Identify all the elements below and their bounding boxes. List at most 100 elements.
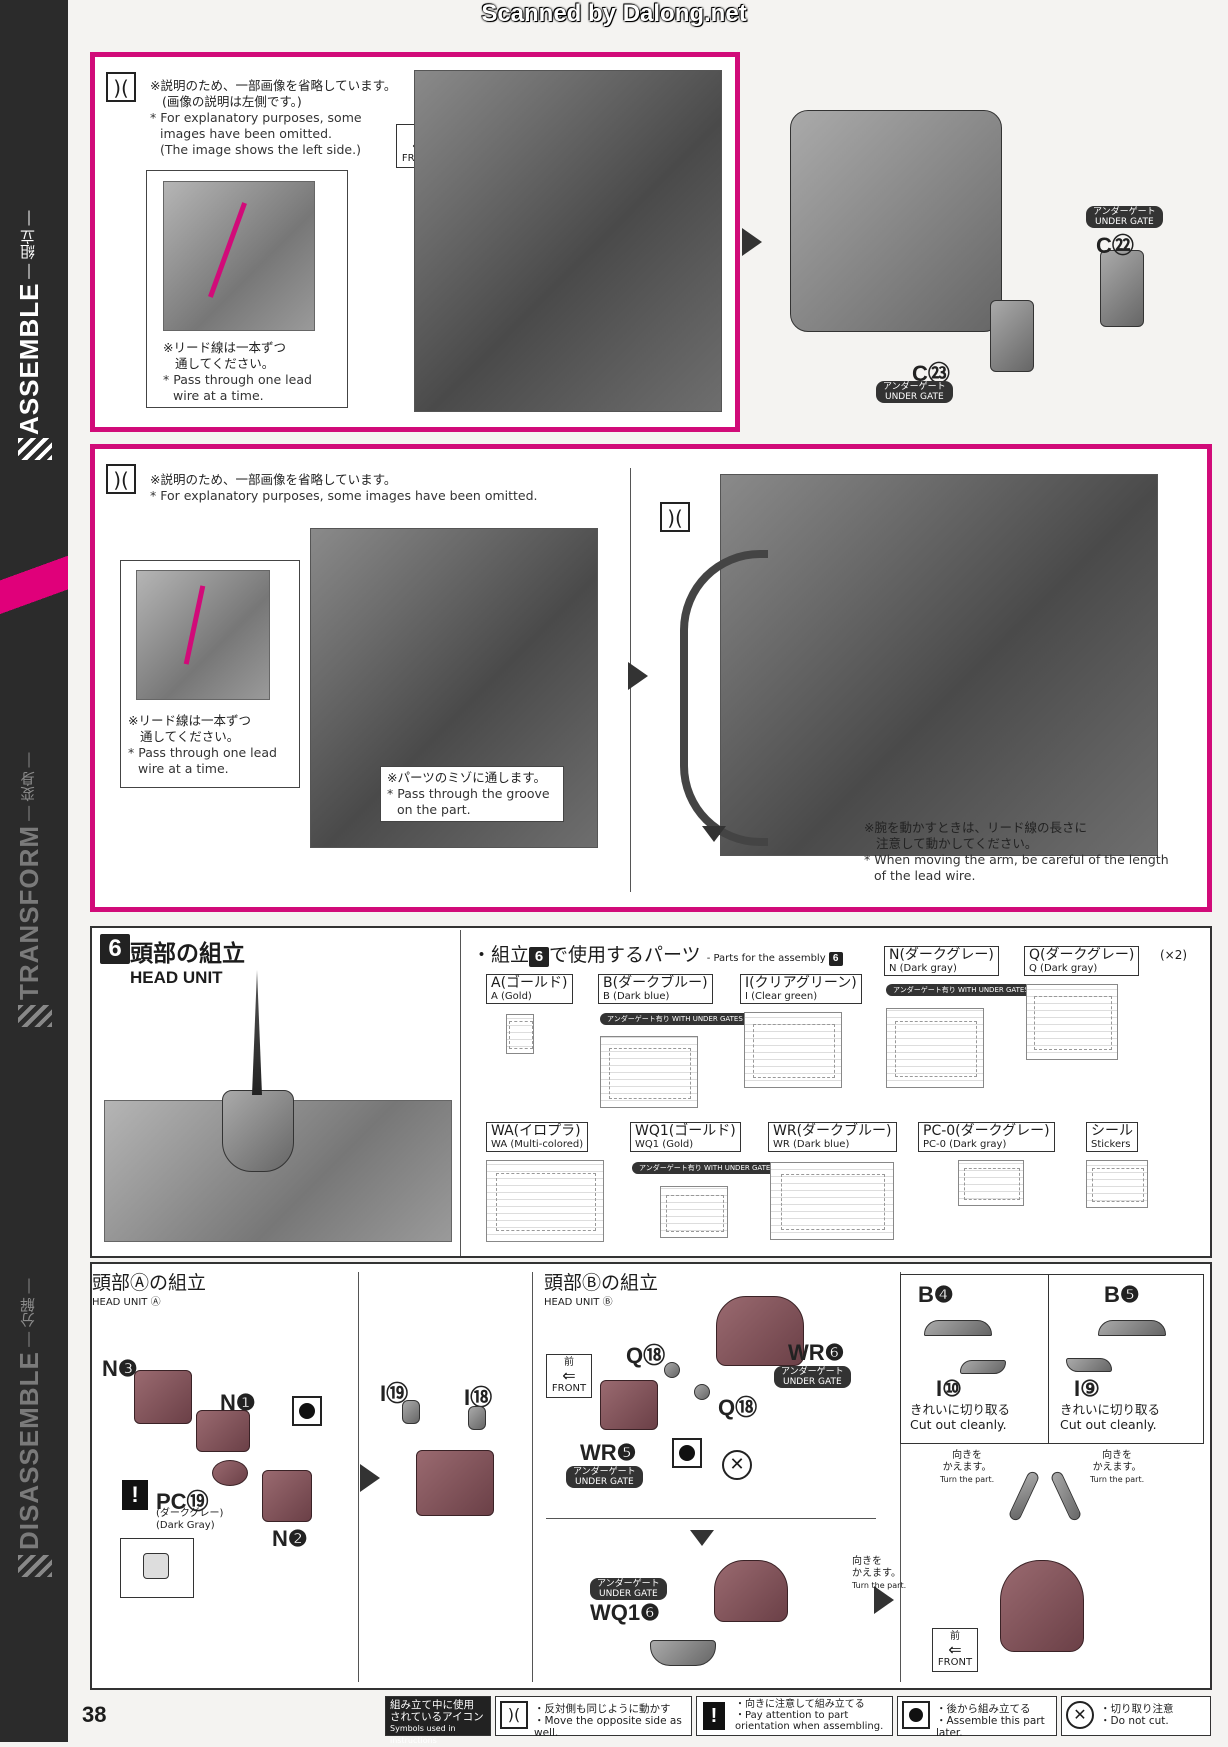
legend-item-do-not-cut: ✕ ・切り取り注意・Do not cut. (1061, 1696, 1211, 1736)
move-opposite-side-icon: )( (106, 72, 136, 102)
label-c23: C㉓ (912, 361, 950, 386)
next-arrow (742, 228, 762, 256)
head-antenna (252, 970, 262, 1095)
label-q18-a: Q⑱ (626, 1343, 666, 1368)
sprue-label-i: I(クリアグリーン)I (Clear green) (740, 974, 862, 1004)
assemble-later-icon (902, 1701, 930, 1729)
legend-item-assemble-later: ・後から組み立てる・Assemble this part later. (897, 1696, 1057, 1739)
next-arrow-down (690, 1530, 714, 1546)
next-arrow (360, 1464, 380, 1492)
stripes-icon (18, 1555, 52, 1577)
head-a-title: 頭部Ⓐの組立 (92, 1272, 207, 1294)
sprue-label-pc0: PC-0(ダークグレー)PC-0 (Dark gray) (918, 1122, 1055, 1152)
sprue-label-wa: WA(イロプラ)WA (Multi-colored) (486, 1122, 589, 1152)
assemble-later-icon (292, 1396, 322, 1426)
section-divider (460, 930, 461, 1256)
label-c22: C㉒ (1096, 233, 1134, 258)
sprue-label-q: Q(ダークグレー)Q (Dark gray) (1024, 946, 1140, 976)
part-n1 (196, 1410, 250, 1452)
front-indicator: 前⇐FRONT (546, 1354, 592, 1398)
sidebar-section-assemble: ASSEMBLE — 組立 — (14, 210, 44, 435)
part-pc19 (212, 1460, 248, 1486)
part-n2 (262, 1470, 312, 1522)
arm-rotation-arrow (680, 550, 768, 846)
torso-assembly-diagram (790, 110, 1002, 332)
sprue-a-runner (506, 1014, 534, 1054)
sub-divider (532, 1272, 533, 1682)
sprue-label-b: B(ダークブルー)B (Dark blue) (598, 974, 713, 1004)
label-wr6: WR❻ (788, 1340, 845, 1365)
part-c23 (990, 300, 1034, 372)
next-arrow (628, 662, 648, 690)
sidebar-section-transform: TRANSFORM — 変身 — (14, 752, 44, 1000)
part-i18 (468, 1406, 486, 1430)
arm-warning-note: ※腕を動かすときは、リード線の長さに 注意して動かしてください。 * When … (864, 820, 1169, 883)
part-wr6 (716, 1296, 804, 1366)
part-i19 (402, 1400, 420, 1424)
sprue-wr-runner (770, 1162, 894, 1240)
sub-divider-h (546, 1518, 876, 1519)
part-b4 (924, 1320, 992, 1336)
part-wq16 (650, 1640, 716, 1666)
with-under-gates-tag: アンダーゲート有り WITH UNDER GATES (632, 1162, 782, 1174)
legend-item-move-opposite: )( ・反対側も同じように動かす・Move the opposite side … (495, 1696, 692, 1739)
groove-note: ※パーツのミゾに通します。 * Pass through the groove … (380, 766, 564, 822)
page-number: 38 (82, 1702, 107, 1727)
part-q18-a (664, 1362, 680, 1378)
orientation-warning-icon: ! (703, 1702, 725, 1730)
sidebar-accent (0, 540, 68, 650)
sidebar-section-disassemble: DISASSEMBLE — 分解 — (14, 1278, 44, 1550)
sprue-label-n: N(ダークグレー)N (Dark gray) (884, 946, 999, 976)
sprue-i-runner (744, 1012, 842, 1088)
sprue-q-runner (1026, 984, 1118, 1060)
head-b-assembled (1000, 1560, 1084, 1652)
sprue-wa-runner (486, 1160, 604, 1242)
lead-wire-note-2: ※リード線は一本ずつ 通してください。 * Pass through one l… (128, 713, 277, 776)
label-i9: I⑨ (1074, 1376, 1100, 1401)
stripes-icon (18, 438, 52, 460)
sticker-sheet (1086, 1160, 1148, 1208)
move-opposite-side-icon: )( (500, 1701, 528, 1729)
part-wr5 (600, 1380, 658, 1430)
sub-divider (900, 1272, 901, 1682)
sprue-n-runner (886, 1008, 984, 1088)
front-indicator: 前⇐FRONT (932, 1628, 978, 1672)
head-a-title-en: HEAD UNIT Ⓐ (92, 1297, 161, 1308)
head-photo-highlight (222, 1090, 294, 1172)
label-n2: N❷ (272, 1526, 308, 1551)
sprue-label-wq1: WQ1(ゴールド)WQ1 (Gold) (630, 1122, 741, 1152)
turn-note-b4: 向きをかえます。Turn the part. (940, 1450, 995, 1484)
step-title: 頭部の組立 (130, 941, 245, 967)
part-n3 (134, 1370, 192, 1424)
sprue-q-multiplier: (×2) (1160, 948, 1188, 962)
sprue-b-runner (600, 1036, 698, 1108)
wire-inset-photo (163, 181, 315, 331)
head-a-assembled (416, 1450, 494, 1516)
part-b5 (1098, 1320, 1166, 1336)
label-n3: N❸ (102, 1356, 138, 1381)
torso-photo (414, 70, 722, 412)
step-title-en: HEAD UNIT (130, 968, 223, 987)
label-wr5: WR❺ (580, 1440, 637, 1465)
head-b-title-en: HEAD UNIT Ⓑ (544, 1297, 613, 1308)
head-b-shell (714, 1560, 788, 1622)
label-pc19: PC⑲ (156, 1489, 209, 1514)
label-wq16: WQ1❻ (590, 1600, 660, 1625)
stripes-icon (18, 1005, 52, 1027)
with-under-gates-tag: アンダーゲート有り WITH UNDER GATES (886, 984, 1036, 996)
scan-credit: Scanned by Dalong.net (481, 0, 747, 27)
step-number: 6 (100, 934, 130, 964)
label-q18-b: Q⑱ (718, 1395, 758, 1420)
lead-wire-note: ※リード線は一本ずつ 通してください。 * Pass through one l… (163, 340, 312, 403)
sprue-label-wr: WR(ダークブルー)WR (Dark blue) (768, 1122, 897, 1152)
part-q18-b (694, 1384, 710, 1400)
